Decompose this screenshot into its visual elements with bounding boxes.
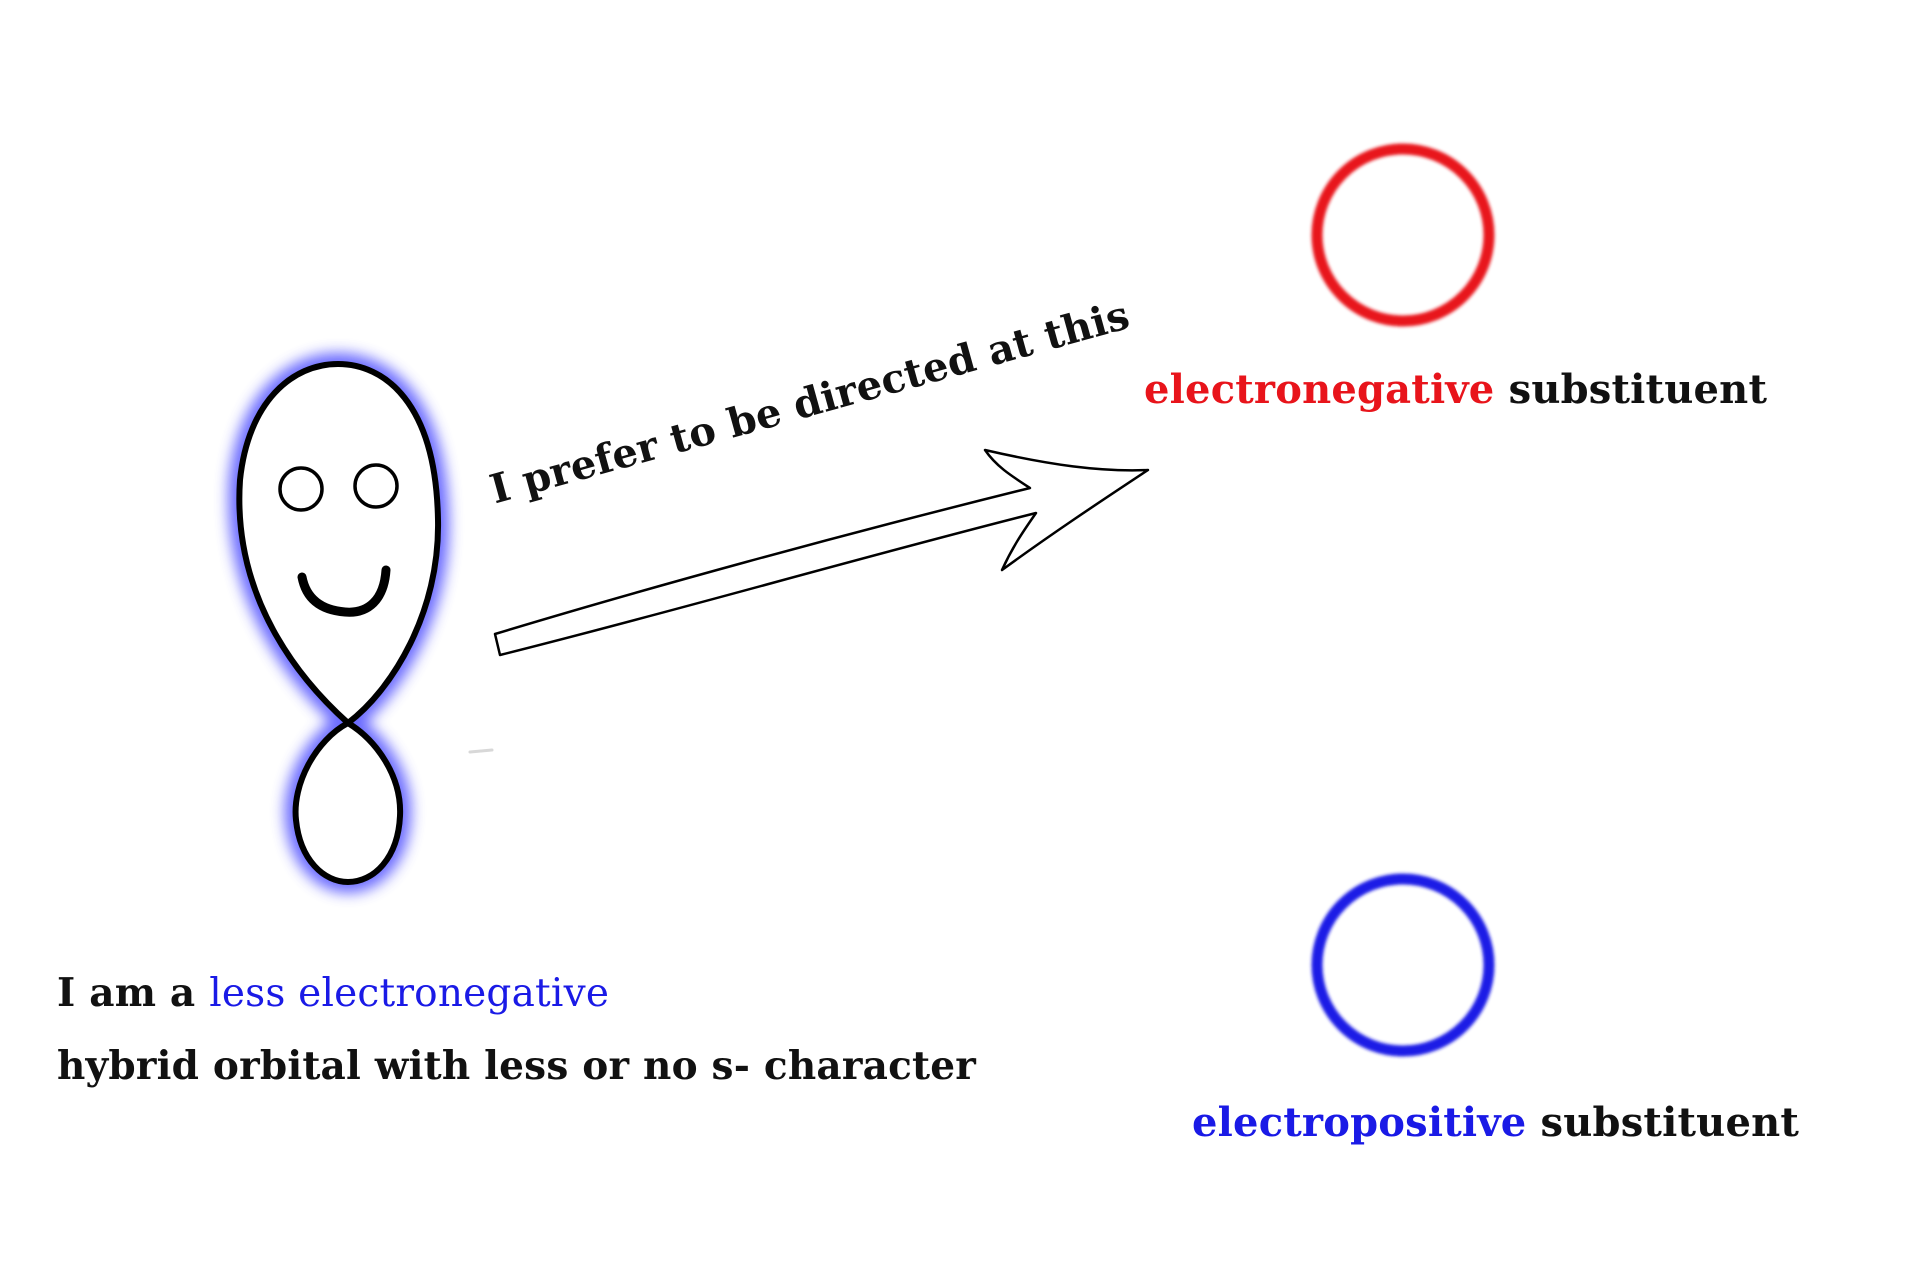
electropositive-substituent-label: electropositive substituent [1192, 1099, 1799, 1146]
electronegative-substituent-label: electronegative substituent [1144, 366, 1767, 413]
substituent-word: substituent [1494, 366, 1768, 413]
electronegative-word: electronegative [1144, 366, 1495, 413]
smile [297, 565, 391, 617]
orbital-caption-line2: hybrid orbital with less or no s- charac… [57, 1043, 976, 1089]
orbital-large-lobe [236, 361, 442, 726]
caption-prefix: I am a [57, 970, 210, 1016]
electronegative-ring-icon [1311, 143, 1495, 327]
electropositive-word: electropositive [1192, 1099, 1527, 1146]
open-arrow-icon [493, 448, 1150, 657]
caption-highlight: less electronegative [209, 971, 610, 1016]
electropositive-ring-icon [1311, 873, 1495, 1057]
substituent-word: substituent [1526, 1099, 1800, 1146]
left-eye [278, 466, 324, 512]
orbital-small-lobe [292, 720, 404, 885]
smiling-hybrid-orbital-icon [228, 352, 494, 894]
smudge-mark [468, 748, 494, 754]
right-eye [353, 463, 399, 509]
orbital-caption-line1: I am a less electronegative [57, 970, 609, 1016]
